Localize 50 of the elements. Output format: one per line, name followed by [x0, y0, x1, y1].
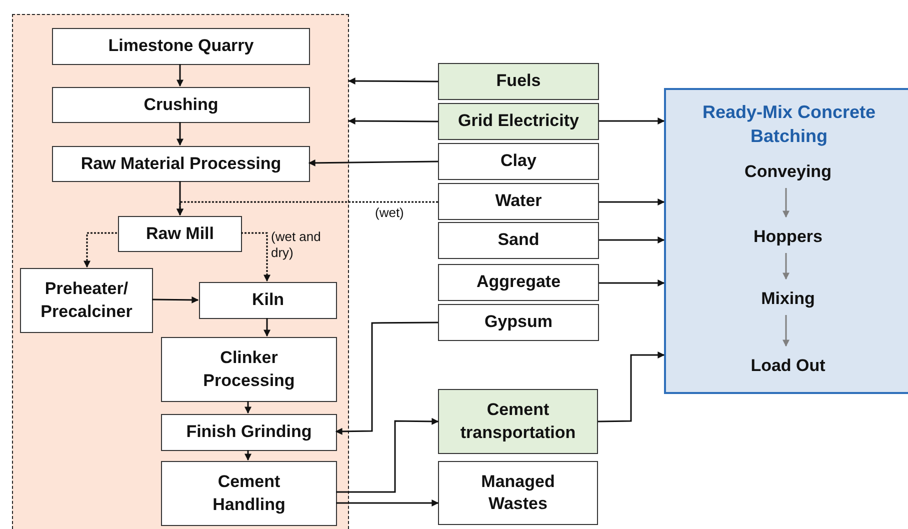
arrow [598, 352, 665, 422]
arrow [176, 122, 184, 146]
arrow [348, 118, 438, 125]
arrow [176, 201, 438, 216]
process-box: Managed Wastes [438, 461, 598, 525]
arrow [599, 236, 665, 244]
arrow [152, 296, 199, 304]
step-text: Load Out [728, 352, 848, 380]
process-box: Crushing [52, 87, 310, 123]
arrow [782, 188, 790, 218]
input-box: Fuels [438, 63, 599, 100]
process-box: Kiln [199, 282, 337, 319]
process-box: Water [438, 183, 599, 220]
arrow [336, 500, 439, 506]
process-box: Limestone Quarry [52, 28, 310, 65]
arrow [782, 253, 790, 280]
arrow [336, 418, 439, 493]
process-box: Aggregate [438, 264, 599, 301]
arrow [599, 198, 665, 206]
process-box: Preheater/ Precalciner [20, 268, 153, 333]
step-text: Hoppers [728, 223, 848, 251]
boundary-box [12, 14, 349, 529]
arrow [348, 78, 438, 85]
batching-panel [664, 88, 908, 394]
process-box: Clinker Processing [161, 337, 337, 402]
process-box: Cement Handling [161, 461, 337, 526]
arrow [84, 232, 117, 268]
arrow [241, 232, 270, 282]
edge-label: (wet) [375, 205, 404, 222]
arrow [308, 159, 438, 166]
panel-title: Ready-Mix Concrete Batching [701, 101, 877, 148]
process-box: Finish Grinding [161, 414, 337, 451]
process-box: Raw Mill [118, 216, 242, 252]
arrow [335, 322, 438, 435]
process-box: Sand [438, 222, 599, 259]
arrow [244, 450, 252, 461]
input-box: Cement transportation [438, 389, 598, 454]
arrow [599, 280, 665, 286]
process-box: Clay [438, 143, 599, 180]
arrow [782, 315, 790, 347]
process-box: Raw Material Processing [52, 146, 310, 182]
arrow [176, 64, 184, 87]
arrow [264, 318, 270, 337]
arrow [599, 118, 665, 124]
edge-label: (wet and dry) [271, 229, 322, 262]
input-box: Grid Electricity [438, 103, 599, 140]
step-text: Conveying [728, 158, 848, 186]
arrow [244, 401, 252, 414]
step-text: Mixing [728, 285, 848, 313]
process-box: Gypsum [438, 304, 599, 341]
